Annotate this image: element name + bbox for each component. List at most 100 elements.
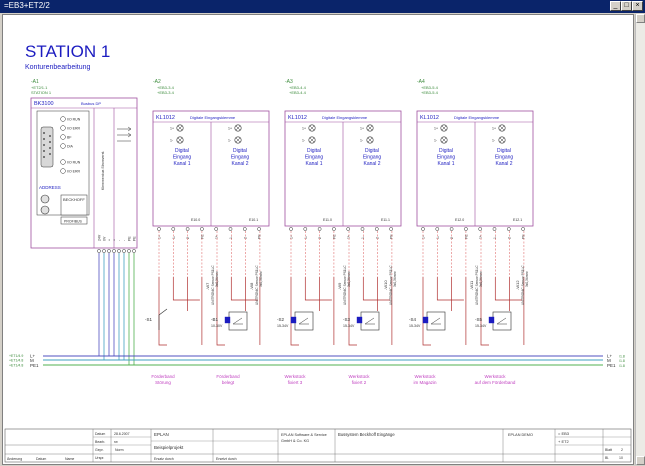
rail-tag: PE1: [30, 363, 39, 368]
terminal-icon: [421, 227, 425, 231]
device-ref: -S2: [277, 317, 285, 322]
led-label: I/O RUN: [67, 161, 81, 165]
terminal-icon: [112, 249, 116, 253]
titleblock-demo: EPLAN DEMO: [508, 433, 533, 437]
led-label: I/O ERR: [67, 170, 81, 174]
cable-size: 3x0,34mm²: [393, 271, 397, 287]
terminal-label: 2: [507, 237, 511, 239]
channel-led-icon: [440, 136, 448, 144]
function-annotation: Werkstück: [349, 374, 371, 379]
rail-address: +ET1/4.9: [9, 354, 23, 358]
terminal-block-label: Klemmenbus Stromverst.: [101, 151, 105, 190]
channel-address: E10.0: [191, 218, 200, 222]
scroll-down-button[interactable]: [636, 456, 645, 465]
terminal-label: 1+: [479, 235, 483, 239]
bus-coupler-bk3100[interactable]: BK3100 Busbus DP I/O RUN I/O ERR: [30, 97, 138, 249]
switch-device[interactable]: -S2 15-34V: [277, 311, 314, 331]
vertical-scrollbar[interactable]: [635, 14, 645, 465]
rail-tag: L+: [30, 354, 36, 359]
connector-icon: [290, 316, 297, 324]
cable-size: 3x0,34mm²: [215, 271, 219, 287]
terminal-label: 2: [318, 237, 322, 239]
led-pin-label: 1-: [228, 139, 232, 143]
rail-crossref: /1.8: [619, 355, 625, 359]
sensor-device[interactable]: -S1: [145, 308, 168, 330]
led-label: I/O ERR: [67, 127, 81, 131]
cable-size: 3x0,34mm²: [525, 271, 529, 287]
led-pin-label: 1-: [434, 139, 438, 143]
rail-address: +ET1/4.8: [9, 359, 23, 363]
cable-type: UNITRONIC Sensor PS1LC: [389, 265, 393, 305]
module-address: +EB3-5.4: [421, 90, 439, 95]
address-switch-icon[interactable]: [40, 194, 50, 204]
module-name: KL1012: [156, 115, 175, 121]
terminal-icon: [317, 227, 322, 231]
titleblock-ref: = EB3: [558, 431, 570, 436]
module-description: Digitale Eingangsklemme: [190, 115, 236, 120]
terminal-icon: [97, 249, 101, 253]
terminal-icon: [185, 227, 190, 231]
function-annotation: auf dem Förderband: [475, 380, 516, 385]
module-ref: -A1: [31, 79, 39, 85]
terminal-label: +: [113, 239, 117, 241]
terminal-label: +: [108, 239, 112, 241]
address-switch-icon[interactable]: [40, 205, 50, 215]
led-pin-label: 1+: [434, 127, 438, 131]
led-pin-label: 1+: [492, 127, 496, 131]
terminal-icon: [389, 227, 393, 231]
led-pin-label: 1+: [170, 127, 174, 131]
channel-led-icon: [176, 136, 184, 144]
profibus-connector-icon: [40, 126, 54, 168]
module-address: STATION 1: [31, 90, 52, 95]
drawing-canvas[interactable]: STATION 1 Konturenbearbeitung -A1 +ET2/1…: [2, 14, 634, 465]
titleblock-label: Bearb.: [95, 440, 105, 444]
rail-address: +ET1/4.8: [9, 364, 23, 368]
channel-led-icon: [366, 124, 374, 132]
terminal-icon: [257, 227, 261, 231]
terminal-label: 2: [186, 237, 190, 239]
scroll-up-button[interactable]: [636, 14, 645, 23]
terminal-icon: [157, 227, 161, 231]
module-address: +EB3-4.4: [289, 85, 307, 90]
channel-led-icon: [498, 124, 506, 132]
module-description: Busbus DP: [81, 101, 101, 106]
terminal-icon: [449, 227, 454, 231]
device-rating: 15-34V: [277, 324, 289, 328]
close-button[interactable]: ×: [632, 1, 643, 11]
terminal-label: 0V: [103, 236, 107, 241]
titleblock-maker: GmbH & Co. KG: [281, 439, 309, 443]
terminal-icon: [464, 227, 468, 231]
terminal-icon: [102, 249, 106, 253]
terminal-icon: [374, 227, 379, 231]
terminal-icon: [214, 227, 219, 231]
cable-size: 3x0,34mm²: [259, 271, 263, 287]
led-pin-label: 1+: [302, 127, 306, 131]
schematic-sheet: STATION 1 Konturenbearbeitung -A1 +ET2/1…: [3, 15, 633, 464]
terminal-icon: [200, 227, 204, 231]
channel-label: Eingang: [495, 155, 514, 161]
page-subtitle: Konturenbearbeitung: [25, 64, 90, 71]
maximize-button[interactable]: □: [621, 1, 632, 11]
terminal-icon: [171, 227, 176, 231]
minimize-button[interactable]: _: [610, 1, 621, 11]
channel-led-icon: [176, 124, 184, 132]
terminal-label: PE: [332, 234, 336, 239]
device-ref: -S1: [145, 317, 153, 322]
module-address: +EB3-5.4: [421, 85, 439, 90]
module-address: +EB3-4.4: [289, 90, 307, 95]
device-ref: -S3: [343, 317, 351, 322]
rail-tag: M: [607, 358, 611, 363]
connector-icon: [224, 316, 231, 324]
led-label: DIA: [67, 145, 74, 149]
channel-label: Digital: [175, 148, 189, 154]
device-ref: -S4: [409, 317, 417, 322]
device-rating: 10-30V: [211, 324, 223, 328]
terminal-label: PE: [522, 234, 526, 239]
terminal-icon: [132, 249, 136, 253]
